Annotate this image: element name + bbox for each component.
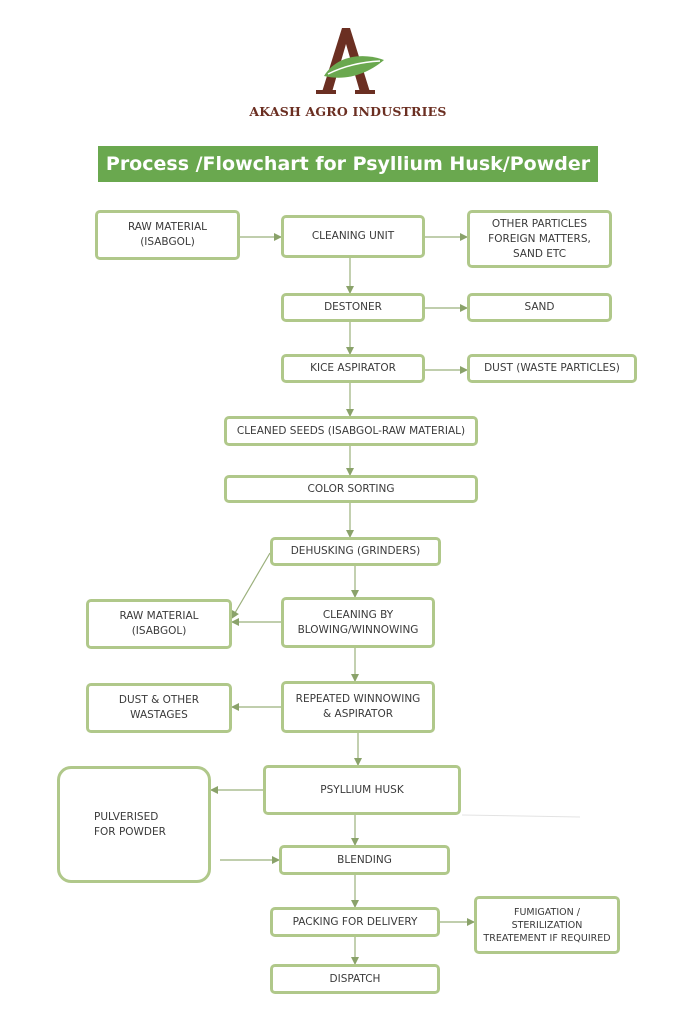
node-packing-for-delivery: PACKING FOR DELIVERY <box>270 907 440 937</box>
node-blending: BLENDING <box>279 845 450 875</box>
node-pulverised-for-powder: PULVERISED FOR POWDER <box>57 766 211 883</box>
node-psyllium-husk: PSYLLIUM HUSK <box>263 765 461 815</box>
node-cleaned-seeds: CLEANED SEEDS (ISABGOL-RAW MATERIAL) <box>224 416 478 446</box>
node-cleaning-by-blowing: CLEANING BY BLOWING/WINNOWING <box>281 597 435 648</box>
node-dehusking: DEHUSKING (GRINDERS) <box>270 537 441 566</box>
node-sand: SAND <box>467 293 612 322</box>
company-name: AKASH AGRO INDUSTRIES <box>249 104 447 119</box>
node-color-sorting: COLOR SORTING <box>224 475 478 503</box>
node-dispatch: DISPATCH <box>270 964 440 994</box>
node-raw-material-isabgol: RAW MATERIAL (ISABGOL) <box>95 210 240 260</box>
node-raw-material-isabgol-return: RAW MATERIAL (ISABGOL) <box>86 599 232 649</box>
node-kice-aspirator: KICE ASPIRATOR <box>281 354 425 383</box>
node-destoner: DESTONER <box>281 293 425 322</box>
node-dust-waste-particles: DUST (WASTE PARTICLES) <box>467 354 637 383</box>
page-title: Process /Flowchart for Psyllium Husk/Pow… <box>98 146 598 182</box>
node-fumigation-sterilization: FUMIGATION / STERILIZATION TREATEMENT IF… <box>474 896 620 954</box>
node-other-particles: OTHER PARTICLES FOREIGN MATTERS, SAND ET… <box>467 210 612 268</box>
node-cleaning-unit: CLEANING UNIT <box>281 215 425 258</box>
arrow-dehusking-to-raw2 <box>231 552 271 619</box>
node-repeated-winnowing: REPEATED WINNOWING & ASPIRATOR <box>281 681 435 733</box>
node-dust-other-wastages: DUST & OTHER WASTAGES <box>86 683 232 733</box>
leaf-a-logo-icon <box>316 28 384 94</box>
